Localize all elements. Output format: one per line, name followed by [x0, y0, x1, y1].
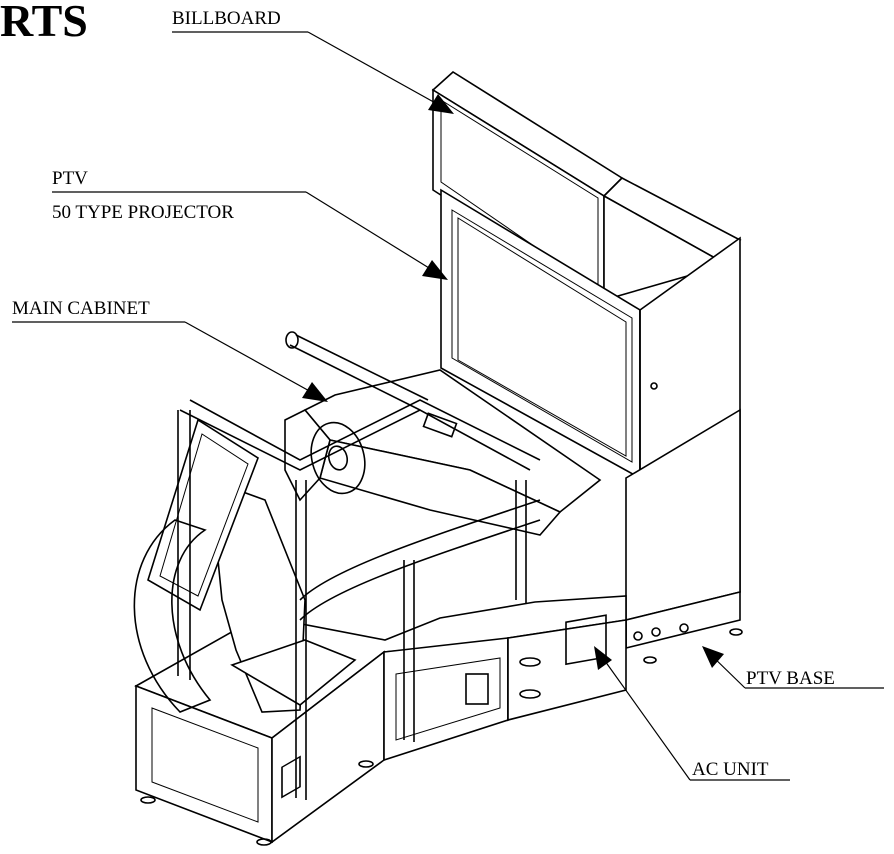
label-projector: 50 TYPE PROJECTOR — [52, 202, 234, 223]
leader-billboard — [172, 31, 454, 114]
ptv-base-part — [625, 408, 743, 664]
leader-main-cabinet — [12, 321, 328, 402]
billboard-part — [431, 71, 742, 302]
leader-ptv — [52, 191, 448, 280]
label-billboard: BILLBOARD — [172, 8, 281, 29]
main-cabinet-part — [133, 331, 602, 800]
label-ac-unit: AC UNIT — [692, 759, 769, 780]
page-title: RTS — [0, 0, 88, 46]
label-ptv: PTV — [52, 168, 88, 189]
label-ptv-base: PTV BASE — [746, 668, 835, 689]
label-main-cabinet: MAIN CABINET — [12, 298, 150, 319]
main-base-part — [134, 595, 627, 846]
leader-ptv-base — [702, 646, 884, 689]
leader-ac-unit — [594, 646, 790, 781]
